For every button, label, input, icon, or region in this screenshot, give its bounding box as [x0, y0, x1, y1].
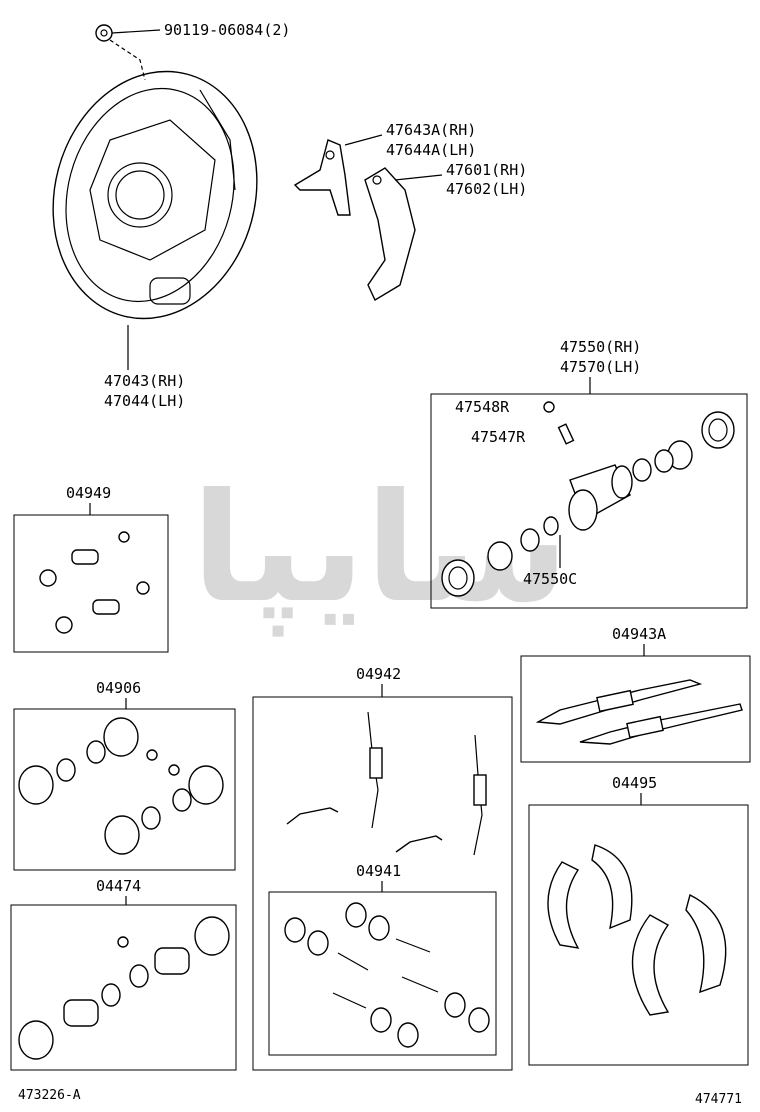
cap-47548r[interactable] — [543, 401, 555, 413]
parking-lever-a[interactable] — [293, 139, 351, 216]
kit-04906-parts[interactable] — [18, 717, 224, 855]
footer-code-right: 474771 — [695, 1092, 742, 1107]
kit-04949-box — [13, 514, 169, 653]
footer-code-left: 473226-A — [18, 1088, 81, 1103]
parking-lever-b[interactable] — [364, 167, 416, 301]
piston-set-right[interactable] — [632, 411, 735, 482]
backing-plate[interactable] — [26, 48, 284, 341]
kit-04949-parts[interactable] — [39, 531, 150, 634]
label-plate-lh: 47044(LH) — [104, 392, 185, 410]
label-kit-04949: 04949 — [66, 484, 111, 502]
label-kit-04942: 04942 — [356, 665, 401, 683]
kit-04495-shoes[interactable] — [547, 844, 727, 1016]
label-lever-b-lh: 47602(LH) — [446, 180, 527, 198]
kit-04943a-box — [520, 655, 751, 763]
bleeder-47547r[interactable] — [557, 423, 575, 445]
label-plate-rh: 47043(RH) — [104, 372, 185, 390]
kit-04941-box — [268, 891, 497, 1056]
kit-04474-box — [10, 904, 237, 1071]
label-seal: 47550C — [523, 570, 577, 588]
bolt-90119[interactable] — [95, 24, 113, 42]
wheel-cylinder[interactable] — [568, 464, 633, 531]
label-cap: 47548R — [455, 398, 510, 416]
label-kit-04495: 04495 — [612, 774, 657, 792]
kit-04906-box — [13, 708, 236, 871]
label-bleeder: 47547R — [471, 428, 526, 446]
kit-04941-parts[interactable] — [284, 902, 490, 1048]
watermark-logo: سایپا — [191, 462, 569, 637]
kit-04942-box — [252, 696, 513, 1071]
label-kit-04474: 04474 — [96, 877, 141, 895]
label-kit-04906: 04906 — [96, 679, 141, 697]
kit-04943a-adjusters[interactable] — [535, 679, 743, 745]
label-lever-a-lh: 47644A(LH) — [386, 141, 476, 159]
kit-04495-box — [528, 804, 749, 1066]
label-lever-b-rh: 47601(RH) — [446, 161, 527, 179]
label-kit-04941: 04941 — [356, 862, 401, 880]
wheel-cylinder-box — [430, 393, 748, 609]
piston-set-left[interactable] — [441, 516, 559, 597]
kit-04942-springs[interactable] — [286, 711, 487, 856]
label-cyl-rh: 47550(RH) — [560, 338, 641, 356]
label-kit-04943a: 04943A — [612, 625, 666, 643]
label-lever-a-rh: 47643A(RH) — [386, 121, 476, 139]
label-cyl-lh: 47570(LH) — [560, 358, 641, 376]
label-bolt: 90119-06084(2) — [164, 21, 290, 39]
kit-04474-parts[interactable] — [18, 916, 230, 1060]
